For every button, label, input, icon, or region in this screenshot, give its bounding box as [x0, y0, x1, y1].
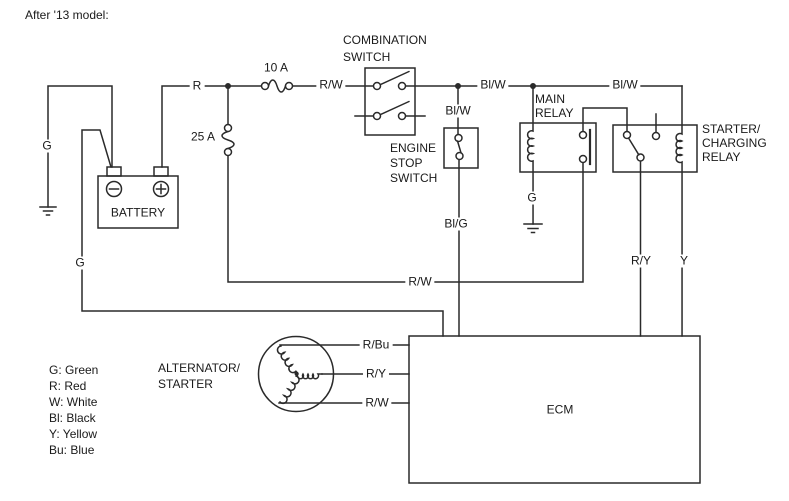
alternator-winding-bottom: [278, 375, 300, 405]
starter-relay-contact-mid: [651, 131, 661, 141]
engine-stop-label-line1: ENGINE: [390, 141, 437, 155]
fuse-25a-element: [221, 130, 235, 150]
main-relay-label-line1: MAIN: [535, 92, 565, 106]
combination-switch-blade-top: [379, 70, 410, 86]
starter-relay-contact-top: [622, 130, 632, 140]
combination-switch-contact-4: [397, 111, 407, 121]
main-relay-label: MAIN RELAY: [535, 92, 573, 120]
battery-label: BATTERY: [110, 205, 166, 220]
wire-label-y-starter: Y: [676, 254, 692, 268]
wire-label-rw-top: R/W: [316, 78, 346, 92]
battery-minus-icon: [105, 180, 123, 198]
starter-relay-contact-bottom: [636, 153, 645, 162]
combination-switch-contact-2: [397, 81, 407, 91]
alternator-starter-label: ALTERNATOR/ STARTER: [158, 360, 240, 392]
junction-blw-main-relay: [530, 83, 536, 89]
main-relay-contact-top: [578, 130, 588, 140]
fuse-25a-terminal-top: [223, 123, 233, 133]
legend-item-red: R: Red: [49, 379, 87, 393]
battery-terminal-negative: [106, 166, 122, 177]
combination-switch-contact-1: [372, 81, 382, 91]
fuse-10a-element: [267, 79, 287, 93]
junction-r-25a: [225, 83, 231, 89]
starter-relay-label-line1: STARTER/: [702, 122, 761, 136]
legend-item-black: Bl: Black: [49, 411, 96, 425]
alternator-winding-top: [276, 345, 297, 374]
wire-battery-positive: [161, 85, 263, 168]
wire-battery-negative-ground: [47, 85, 113, 208]
main-relay-box: [519, 122, 597, 173]
engine-stop-switch-blade: [456, 140, 462, 154]
ecm-label: ECM: [546, 402, 574, 417]
fuse-10a-terminal-right: [284, 81, 294, 91]
wire-label-ry-alt: R/Y: [362, 367, 390, 381]
fuse-25a-terminal-bottom: [223, 147, 233, 157]
main-relay-contact-bottom: [578, 154, 588, 164]
wire-label-r: R: [189, 79, 205, 93]
legend-item-blue: Bu: Blue: [49, 443, 95, 457]
combination-switch-label-line1: COMBINATION: [343, 33, 427, 47]
battery-plus-icon: [152, 180, 170, 198]
starter-relay-label-line3: RELAY: [702, 150, 741, 164]
combination-switch-contact-3: [372, 111, 382, 121]
engine-stop-contact-bottom: [455, 151, 464, 161]
fuse-25a-label: 25 A: [190, 129, 216, 144]
wire-label-blw-left: Bl/W: [477, 78, 509, 92]
fuse-10a-label: 10 A: [263, 60, 289, 75]
alternator-label-line2: STARTER: [158, 377, 213, 391]
alternator-label-line1: ALTERNATOR/: [158, 361, 241, 375]
starter-relay-switch-blade: [627, 137, 640, 156]
engine-stop-label-line2: STOP: [390, 156, 423, 170]
wire-label-g-ground: G: [39, 139, 55, 153]
combination-switch-label-line2: SWITCH: [343, 50, 391, 64]
legend-item-green: G: Green: [49, 363, 99, 377]
battery-terminal-positive: [153, 166, 169, 177]
wire-label-g-ecm: G: [72, 256, 88, 270]
battery-plus-sign: [155, 183, 167, 195]
alternator-winding-right: [296, 372, 323, 380]
engine-stop-label-line3: SWITCH: [390, 171, 438, 185]
junction-blw-engine-stop: [455, 83, 461, 89]
legend-item-yellow: Y: Yellow: [49, 427, 98, 441]
wire-label-blg: Bl/G: [441, 217, 471, 231]
wire-label-rw-alt: R/W: [362, 396, 392, 410]
combination-switch-label: COMBINATION SWITCH: [343, 32, 427, 66]
wire-label-ry-starter: R/Y: [627, 254, 655, 268]
starter-charging-relay-label: STARTER/ CHARGING RELAY: [702, 122, 767, 164]
engine-stop-contact-top: [454, 133, 463, 143]
starter-charging-relay-box: [612, 124, 698, 173]
page-title: After '13 model:: [25, 8, 109, 22]
fuse-10a-terminal-left: [260, 81, 270, 91]
starter-relay-coil: [675, 85, 684, 337]
battery-box: [97, 175, 179, 229]
wire-label-rw-bottom: R/W: [405, 275, 435, 289]
wire-label-blw-right: Bl/W: [609, 78, 641, 92]
engine-stop-switch-label: ENGINE STOP SWITCH: [390, 141, 437, 186]
ground-symbol-main-relay: [523, 223, 543, 234]
ecm-box: [408, 335, 701, 484]
main-relay-label-line2: RELAY: [535, 106, 574, 120]
wire-color-legend: G: Green R: Red W: White Bl: Black Y: Ye…: [49, 362, 98, 458]
engine-stop-switch-box: [443, 127, 479, 169]
wire-label-rbu-alt: R/Bu: [359, 338, 393, 352]
wire-label-blw-drop: Bl/W: [442, 104, 474, 118]
alternator-star-point: [294, 371, 299, 376]
ground-symbol-left: [39, 206, 57, 216]
main-relay-coil: [526, 85, 536, 225]
wire-label-g-relay: G: [524, 191, 540, 205]
wire-battery-negative-ecm: [81, 129, 444, 337]
combination-switch-box: [364, 67, 416, 136]
wire-relay-link: [582, 107, 628, 133]
combination-switch-blade-bottom: [379, 100, 410, 116]
starter-relay-label-line2: CHARGING: [702, 136, 767, 150]
legend-item-white: W: White: [49, 395, 98, 409]
